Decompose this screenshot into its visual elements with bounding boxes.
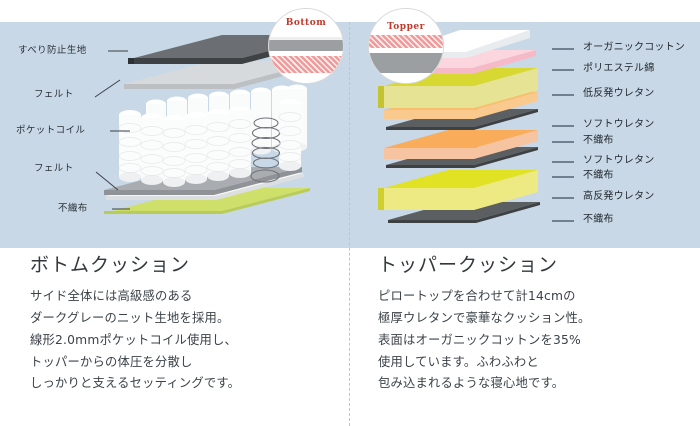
callout-topper: Topper [368,8,444,84]
topper-leader-1 [552,48,574,50]
bottom-label-felt-bottom: フェルト [34,163,74,174]
topper-label-soft-urethane-2: ソフトウレタン [583,155,655,166]
topper-label-non-woven-1: 不織布 [583,135,614,146]
topper-label-non-woven-3: 不織布 [583,214,614,225]
body-line: トッパーからの体圧を分散し [30,354,193,369]
topper-leader-7 [552,176,574,178]
column-bottom-cushion: ボトムクッション サイド全体には高級感のある ダークグレーのニット生地を採用。 … [30,255,330,395]
topper-leader-5 [552,141,574,143]
topper-leader-8 [552,197,574,199]
column-topper-cushion-body: ピロートップを合わせて計14cmの 極厚ウレタンで豪華なクッション性。 表面はオ… [378,286,688,395]
body-line: 極厚ウレタンで豪華なクッション性。 [378,310,591,325]
topper-leader-9 [552,220,574,222]
body-line: 表面はオーガニックコットンを35% [378,332,581,347]
callout-topper-title: Topper [387,22,425,32]
callout-bottom: Bottom [268,8,344,84]
topper-leader-4 [552,125,574,127]
topper-leader-3 [552,94,574,96]
column-bottom-cushion-title: ボトムクッション [30,254,191,276]
body-line: 包み込まれるような寝心地です。 [378,376,565,391]
topper-label-low-resilience: 低反発ウレタン [583,88,655,99]
callout-bottom-hatch [269,56,343,73]
bottom-label-non-woven: 不織布 [58,203,88,214]
bottom-label-felt-top: フェルト [34,89,74,100]
column-topper-cushion-title: トッパークッション [378,254,559,276]
topper-leader-6 [552,161,574,163]
bottom-label-pocket-coil: ポケットコイル [16,125,86,136]
topper-label-polyester: ポリエステル綿 [583,63,655,74]
column-topper-cushion: トッパークッション ピロートップを合わせて計14cmの 極厚ウレタンで豪華なクッ… [378,255,688,395]
topper-label-high-resilience: 高反発ウレタン [583,191,655,202]
body-line: ダークグレーのニット生地を採用。 [30,310,230,325]
body-line: サイド全体には高級感のある [30,288,193,303]
topper-label-soft-urethane-1: ソフトウレタン [583,119,655,130]
callout-bottom-title: Bottom [285,18,327,28]
column-divider [349,22,350,426]
bottom-label-anti-slip-fabric: すべり防止生地 [18,45,87,56]
callout-topper-hatch [369,35,443,48]
topper-label-organic-cotton: オーガニックコットン [583,42,685,53]
topper-leader-2 [552,69,574,71]
topper-label-non-woven-2: 不織布 [583,170,614,181]
body-line: 線形2.0mmポケットコイル使用し、 [30,332,237,347]
body-line: ピロートップを合わせて計14cmの [378,288,576,303]
column-bottom-cushion-body: サイド全体には高級感のある ダークグレーのニット生地を採用。 線形2.0mmポケ… [30,286,330,395]
body-line: 使用しています。ふわふわと [378,354,539,369]
body-line: しっかりと支えるセッティングです。 [30,376,241,391]
